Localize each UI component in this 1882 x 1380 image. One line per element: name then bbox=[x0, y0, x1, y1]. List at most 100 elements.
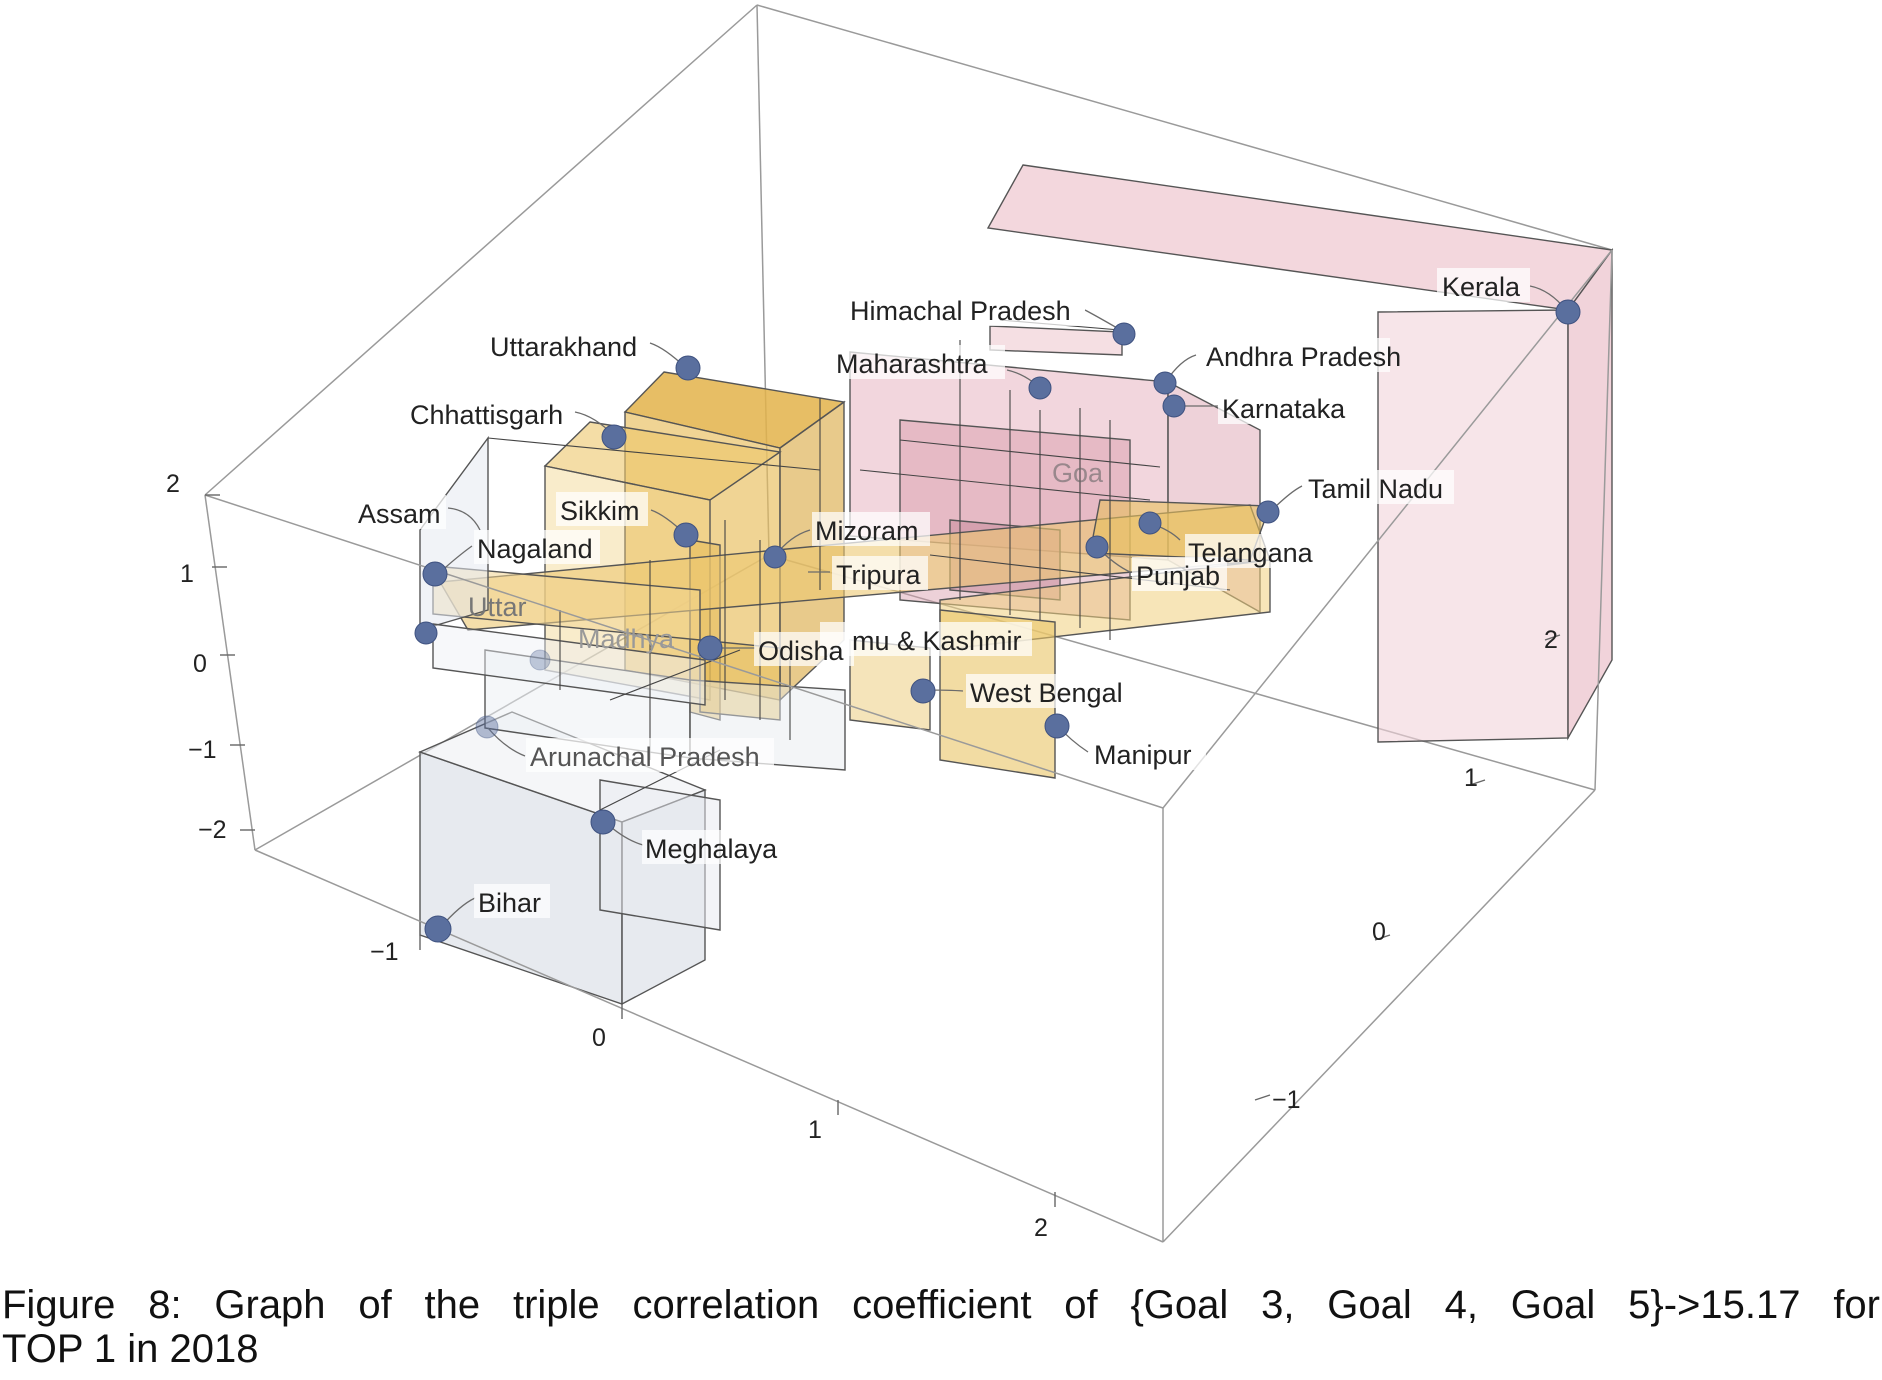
point-nagaland bbox=[414, 621, 438, 645]
bg-meghalaya bbox=[642, 830, 788, 864]
label-odisha: Odisha bbox=[758, 636, 845, 666]
bg-arunachal bbox=[526, 738, 774, 772]
bg-kerala bbox=[1437, 268, 1530, 302]
bars-mid bbox=[432, 371, 1271, 779]
leader-arunachal bbox=[487, 727, 526, 757]
bg-nagaland bbox=[474, 530, 600, 564]
label-tripura: Tripura bbox=[836, 560, 922, 590]
label-punjab: Punjab bbox=[1136, 561, 1220, 591]
bg-punjab bbox=[1132, 557, 1227, 591]
bg-manipur bbox=[1090, 736, 1206, 770]
wire-7 bbox=[899, 439, 1161, 468]
bar-left-slab bbox=[432, 623, 706, 706]
label-uttarakhand: Uttarakhand bbox=[490, 332, 637, 362]
y-tick-0: 0 bbox=[1372, 918, 1386, 946]
label-jammu-kashmir: mu & Kashmir bbox=[852, 626, 1022, 656]
bg-uttarakhand bbox=[485, 328, 647, 362]
caption-line-2: TOP 1 in 2018 bbox=[2, 1327, 259, 1371]
label-kerala: Kerala bbox=[1442, 272, 1521, 302]
leader-assam bbox=[447, 507, 481, 531]
point-kerala bbox=[1555, 299, 1581, 325]
axis-tick-marks bbox=[205, 494, 1561, 1207]
point-telangana bbox=[1138, 511, 1162, 535]
wire-1 bbox=[487, 437, 821, 471]
point-mizoram bbox=[763, 545, 787, 569]
bg-westbengal bbox=[966, 674, 1138, 708]
point-assam bbox=[422, 561, 448, 587]
point-odisha bbox=[697, 635, 723, 661]
box-edge-back-bottom bbox=[768, 554, 1596, 791]
bg-chhattisgarh bbox=[406, 396, 574, 430]
label-uttar-pradesh: Uttar bbox=[468, 592, 527, 622]
bar-kerala-side bbox=[1567, 247, 1613, 741]
label-backgrounds bbox=[356, 268, 1530, 918]
label-maharashtra: Maharashtra bbox=[836, 349, 989, 379]
label-bihar: Bihar bbox=[478, 888, 541, 918]
x-tick-m1: −1 bbox=[370, 938, 399, 966]
bg-himachal bbox=[845, 292, 1085, 326]
bar-himachal-top bbox=[989, 325, 1123, 356]
label-nagaland: Nagaland bbox=[477, 534, 593, 564]
point-himachal-pradesh bbox=[1112, 322, 1136, 346]
point-arunachal-pradesh bbox=[475, 715, 499, 739]
point-andhra-pradesh bbox=[1153, 371, 1177, 395]
y-tick-1: 1 bbox=[1464, 764, 1478, 792]
caption-line-1: Figure 8: Graph of the triple correlatio… bbox=[2, 1283, 1880, 1327]
label-telangana: Telangana bbox=[1188, 538, 1314, 568]
y-tickmark-2 bbox=[1544, 634, 1561, 641]
x-tick-0: 0 bbox=[592, 1024, 606, 1052]
box-edge-front-top bbox=[204, 494, 1164, 809]
point-manipur bbox=[1044, 713, 1070, 739]
box-edge-left-top bbox=[204, 4, 758, 496]
wire-14 bbox=[609, 649, 741, 701]
wire-18 bbox=[859, 469, 1151, 501]
point-sikkim bbox=[673, 522, 699, 548]
bg-sikkim bbox=[556, 492, 648, 526]
bar-kerala-front bbox=[1377, 309, 1569, 743]
x-tick-1: 1 bbox=[808, 1116, 822, 1144]
point-karnataka bbox=[1162, 394, 1186, 418]
y-tick-m1: −1 bbox=[1272, 1086, 1301, 1114]
z-tick-0: 0 bbox=[193, 650, 207, 678]
label-meghalaya: Meghalaya bbox=[645, 834, 778, 864]
box-edge-right-vertical bbox=[1594, 249, 1613, 791]
z-tick-m1: −1 bbox=[188, 736, 217, 764]
label-goa: Goa bbox=[1052, 458, 1104, 488]
label-sikkim: Sikkim bbox=[560, 496, 640, 526]
label-mizoram: Mizoram bbox=[815, 516, 919, 546]
point-labels: Kerala Himachal Pradesh Andhra Pradesh K… bbox=[358, 272, 1521, 918]
x-tick-2: 2 bbox=[1034, 1214, 1048, 1242]
bg-mizoram bbox=[812, 512, 930, 546]
y-tick-2: 2 bbox=[1544, 626, 1558, 654]
point-bihar bbox=[424, 915, 452, 943]
label-manipur: Manipur bbox=[1094, 740, 1192, 770]
point-madhya-pradesh bbox=[529, 649, 551, 671]
label-arunachal-pradesh: Arunachal Pradesh bbox=[530, 742, 760, 772]
bg-tripura bbox=[832, 556, 928, 590]
data-points bbox=[414, 299, 1581, 943]
bg-jk bbox=[820, 622, 1032, 656]
point-west-bengal bbox=[910, 678, 936, 704]
label-tamil-nadu: Tamil Nadu bbox=[1308, 474, 1443, 504]
label-west-bengal: West Bengal bbox=[970, 678, 1123, 708]
bg-odisha bbox=[754, 632, 854, 666]
bg-assam bbox=[356, 495, 446, 529]
point-tamil-nadu bbox=[1256, 500, 1280, 524]
label-karnataka: Karnataka bbox=[1222, 394, 1346, 424]
y-tickmark-0 bbox=[1374, 934, 1391, 941]
box-edge-front-bottom bbox=[254, 849, 1164, 1243]
y-tickmark-m1 bbox=[1254, 1094, 1271, 1101]
box-edge-right-bottom bbox=[1162, 789, 1596, 1243]
bg-karnataka bbox=[1218, 390, 1358, 424]
label-assam: Assam bbox=[358, 499, 441, 529]
bounding-box-front bbox=[204, 249, 1613, 1243]
box-edge-right-top bbox=[1162, 249, 1613, 809]
z-tick-1: 1 bbox=[180, 560, 194, 588]
box-edge-front-left-vertical bbox=[204, 494, 256, 851]
bg-maharashtra bbox=[833, 345, 1005, 379]
correlation-3d-plot: 2 1 0 −1 −2 −1 0 1 2 −1 0 1 2 bbox=[166, 4, 1614, 1243]
label-madhya-pradesh: Madhya bbox=[578, 624, 675, 654]
point-chhattisgarh bbox=[601, 424, 627, 450]
bg-bihar bbox=[474, 884, 550, 918]
point-maharashtra bbox=[1028, 376, 1052, 400]
